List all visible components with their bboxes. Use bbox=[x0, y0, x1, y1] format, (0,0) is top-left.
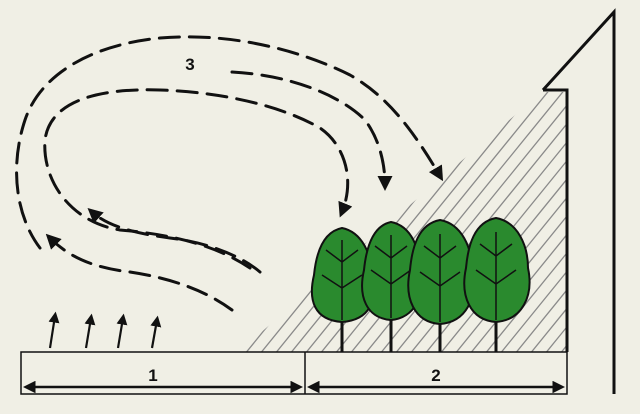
tree bbox=[407, 218, 475, 352]
inner-loop-arrow bbox=[87, 208, 262, 274]
low-inner-arrow bbox=[45, 233, 234, 312]
airflow-label: 3 bbox=[185, 55, 194, 74]
rising-air-arrows bbox=[48, 311, 162, 349]
zone-2-label: 2 bbox=[431, 366, 440, 385]
zone-1-label: 1 bbox=[148, 366, 157, 385]
tree bbox=[310, 226, 375, 352]
up-arrow-icon bbox=[116, 313, 128, 349]
tree bbox=[361, 220, 423, 352]
upper-return-arrow bbox=[230, 70, 393, 191]
circulation-arrows bbox=[15, 35, 444, 312]
up-arrow-icon bbox=[84, 313, 96, 349]
outer-loop-arrow bbox=[15, 35, 444, 250]
up-arrow-icon bbox=[150, 315, 162, 349]
tree bbox=[463, 216, 531, 352]
tree-row bbox=[310, 216, 531, 352]
up-arrow-icon bbox=[48, 311, 60, 349]
wall-outline bbox=[541, 8, 616, 394]
ground-strip bbox=[20, 351, 568, 395]
